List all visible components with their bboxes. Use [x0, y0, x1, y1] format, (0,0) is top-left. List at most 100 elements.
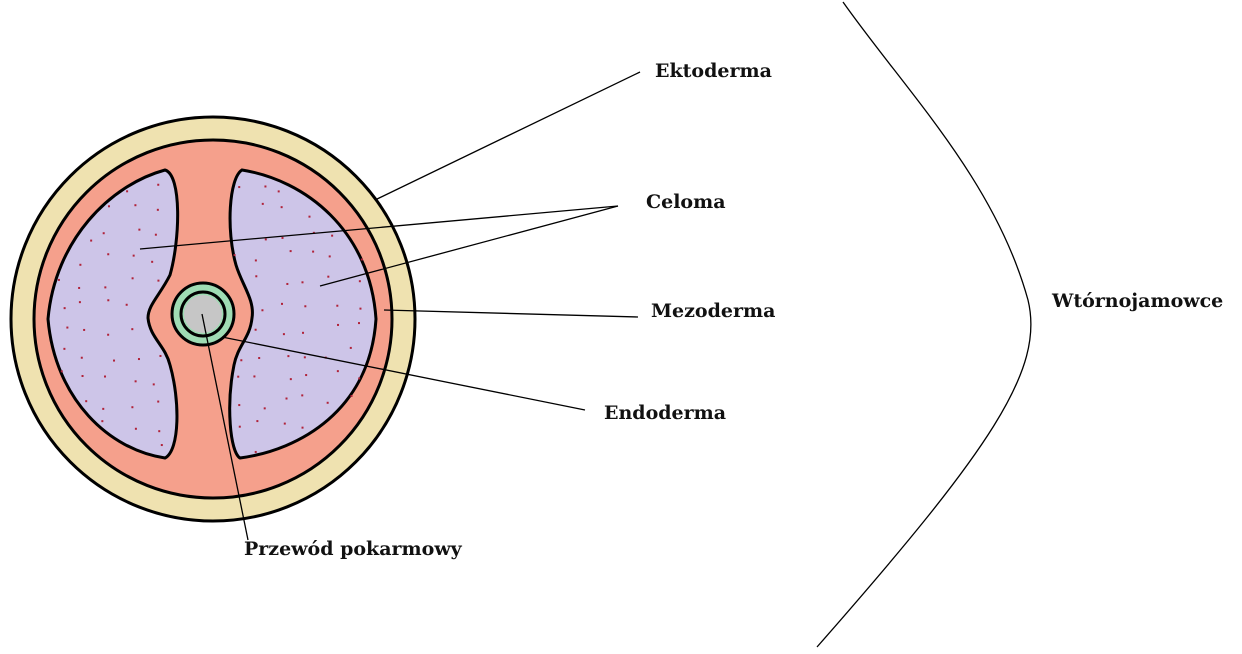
- celoma-dot: [134, 427, 137, 430]
- celoma-dot: [261, 309, 264, 312]
- celoma-dot: [107, 205, 110, 208]
- celoma-dot: [102, 407, 105, 410]
- celoma-dot: [349, 346, 352, 349]
- celoma-dot: [102, 232, 105, 235]
- celoma-dot: [256, 420, 259, 423]
- przewod-pokarmowy-label: Przewód pokarmowy: [244, 538, 462, 560]
- celoma-dot: [337, 323, 340, 326]
- celoma-dot: [83, 328, 86, 331]
- celoma-dot: [308, 215, 311, 218]
- celoma-dot: [305, 374, 308, 377]
- celoma-dot: [302, 331, 305, 334]
- celoma-dot: [357, 322, 360, 325]
- celoma-dot: [282, 333, 285, 336]
- celoma-dot: [287, 355, 290, 358]
- przewod-pokarmowy-leader-line: [201, 313, 249, 541]
- celoma-dot: [258, 357, 261, 360]
- celoma-dot: [254, 328, 257, 331]
- celoma-dot: [157, 279, 160, 282]
- celoma-dot: [277, 190, 280, 193]
- celoma-dot: [131, 406, 134, 409]
- celoma-dot: [285, 397, 288, 400]
- celoma-dot: [360, 258, 363, 261]
- celoma-dot: [286, 282, 289, 285]
- celoma-dot: [254, 450, 257, 453]
- celoma-dot: [301, 394, 304, 397]
- celoma-dot: [301, 426, 304, 429]
- celoma-dot: [350, 395, 353, 398]
- celoma-leader-line-left: [139, 205, 619, 250]
- celoma-dot: [283, 422, 286, 425]
- celoma-dot: [303, 356, 306, 359]
- celoma-dot: [263, 407, 266, 410]
- celoma-dot: [359, 307, 362, 310]
- celoma-dot: [156, 208, 159, 211]
- celoma-dot: [104, 375, 107, 378]
- endoderma-label: Endoderma: [604, 402, 727, 424]
- celoma-dot: [137, 358, 140, 361]
- celoma-dot: [280, 206, 283, 209]
- celoma-dot: [134, 204, 137, 207]
- celoma-dot: [160, 444, 163, 447]
- celoma-dot: [238, 404, 241, 407]
- celoma-dot: [138, 228, 141, 231]
- celoma-dot: [233, 254, 236, 257]
- mezoderma-label: Mezoderma: [651, 300, 776, 322]
- celoma-dot: [63, 307, 66, 310]
- celoma-dot: [113, 359, 116, 362]
- celoma-dot: [281, 236, 284, 239]
- celoma-dot: [107, 299, 110, 302]
- celoma-dot: [238, 425, 241, 428]
- celoma-dot: [280, 302, 283, 305]
- celoma-dot: [157, 400, 160, 403]
- celoma-dot: [264, 185, 267, 188]
- celoma-dot: [154, 233, 157, 236]
- ektoderma-label: Ektoderma: [655, 60, 772, 82]
- celoma-dot: [336, 370, 339, 373]
- celoma-dot: [104, 286, 107, 289]
- celoma-dot: [336, 304, 339, 307]
- celoma-dot: [131, 328, 134, 331]
- celoma-dot: [125, 303, 128, 306]
- przewod-pokarmowy-lumen: [184, 295, 222, 333]
- celoma-dot: [304, 305, 307, 308]
- celoma-dot: [326, 401, 329, 404]
- celoma-dot: [90, 239, 93, 242]
- celoma-dot: [81, 375, 84, 378]
- celoma-dot: [240, 359, 243, 362]
- celoma-dot: [152, 383, 155, 386]
- celoma-dot: [157, 183, 160, 186]
- celoma-dot: [264, 238, 267, 241]
- celoma-dot: [328, 255, 331, 258]
- celoma-dot: [57, 278, 60, 281]
- celoma-dot: [79, 263, 82, 266]
- ektoderma-leader-line: [374, 71, 641, 201]
- celoma-dot: [131, 277, 134, 280]
- celoma-leader-line-right: [319, 205, 619, 287]
- celoma-dot: [63, 347, 66, 350]
- celoma-dot: [331, 234, 334, 237]
- celoma-dot: [253, 375, 256, 378]
- celoma-dot: [159, 354, 162, 357]
- celoma-dot: [312, 250, 315, 253]
- celoma-dot: [238, 186, 241, 189]
- celoma-dot: [237, 375, 240, 378]
- celoma-left: [46, 168, 180, 460]
- celoma-dot: [132, 254, 135, 257]
- endoderma-inner-border: [179, 290, 227, 338]
- celoma-label: Celoma: [646, 191, 726, 213]
- celoma-dot: [78, 286, 81, 289]
- celoma-right: [228, 168, 378, 460]
- celoma-left-dots: [57, 183, 163, 447]
- celoma-dot: [158, 430, 161, 433]
- celoma-dot: [327, 275, 330, 278]
- celoma-dot: [358, 280, 361, 283]
- celoma-dot: [151, 260, 154, 263]
- celoma-dot: [261, 202, 264, 205]
- celoma-dot: [255, 275, 258, 278]
- celoma-dot: [101, 420, 104, 423]
- celoma-dot: [107, 253, 110, 256]
- group-name-label: Wtórnojamowce: [1052, 290, 1224, 312]
